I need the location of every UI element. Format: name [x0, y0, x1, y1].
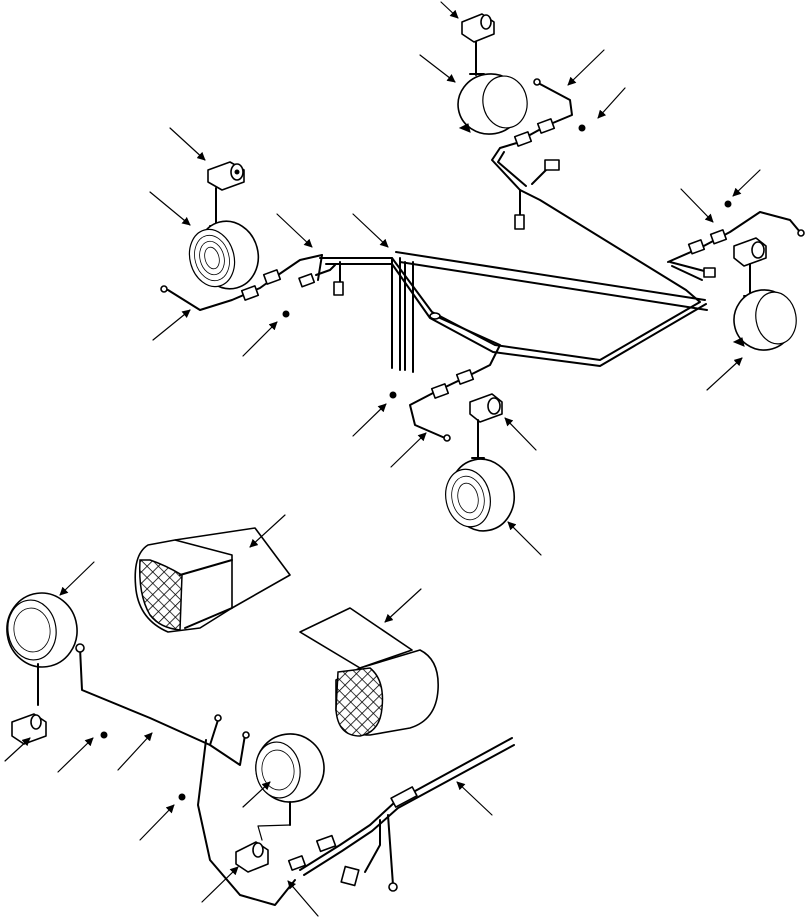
lamp-guard-left	[134, 527, 291, 633]
callout-arrow-27	[201, 866, 239, 903]
lamp-guard-right	[299, 607, 439, 737]
callout-arrow-3	[567, 49, 605, 86]
callout-arrow-5	[169, 127, 206, 161]
callout-arrow-9	[680, 188, 714, 223]
callout-arrow-10	[732, 169, 761, 197]
callout-arrow-4	[597, 87, 626, 119]
callout-arrow-2	[419, 54, 456, 83]
callout-arrow-18	[249, 514, 286, 548]
callout-arrow-23	[117, 732, 153, 771]
headlamp-lower-left	[6, 592, 78, 745]
callout-arrow-12	[242, 321, 278, 357]
harness-lower-left	[75, 643, 296, 906]
headlamp-top	[457, 13, 528, 135]
main-harness-trunk	[319, 141, 708, 373]
harness-branch-lower-middle	[389, 312, 501, 442]
callout-arrow-15	[390, 432, 427, 468]
callout-arrow-19	[59, 561, 95, 596]
callout-arrow-16	[504, 417, 537, 451]
callout-arrow-24	[242, 781, 271, 808]
callout-arrow-28	[287, 880, 319, 917]
callout-arrow-14	[352, 403, 387, 437]
callout-arrow-22	[57, 737, 94, 773]
callout-arrow-11	[152, 309, 191, 341]
headlamp-lower-center	[235, 733, 325, 873]
harness-lower-right	[287, 737, 515, 892]
callout-arrow-21	[4, 737, 31, 762]
callout-arrow-6	[149, 191, 191, 226]
callout-arrow-1	[440, 1, 459, 19]
harness-branch-left	[160, 254, 344, 318]
callout-arrow-7	[276, 213, 313, 248]
callout-arrows	[4, 1, 761, 917]
headlamp-lower-middle	[445, 393, 515, 532]
callout-arrow-25	[139, 804, 175, 841]
callout-arrow-8	[352, 213, 389, 248]
callout-arrow-26	[456, 781, 493, 816]
headlamp-upper-left	[188, 161, 260, 290]
harness-branch-right	[667, 200, 805, 281]
callout-arrow-20	[384, 588, 422, 623]
headlamp-right	[732, 237, 797, 351]
harness-branch-top	[513, 78, 586, 147]
callout-arrow-17	[507, 521, 542, 556]
callout-arrow-13	[706, 357, 743, 391]
